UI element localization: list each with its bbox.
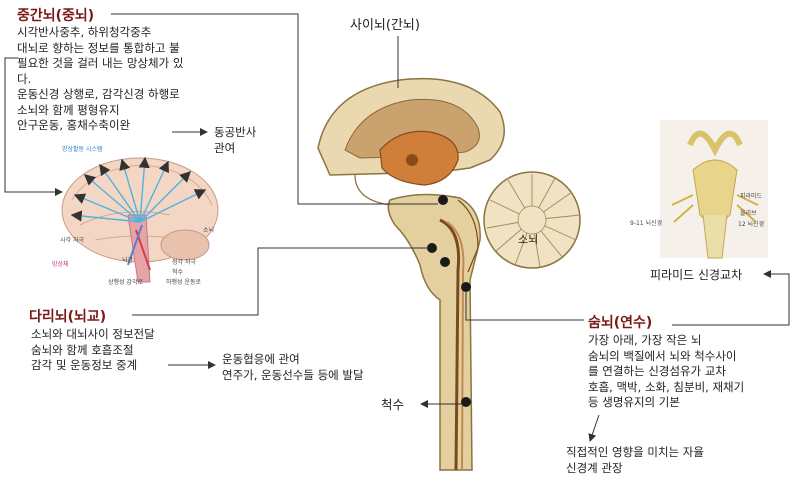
midbrain-note-line: 관여 xyxy=(214,140,236,155)
brainstem-section xyxy=(317,77,581,471)
midbrain-line: 소뇌와 함께 평형유지 xyxy=(17,102,120,117)
pons-dot xyxy=(440,257,450,267)
inset-label-visual: 시각 자극 xyxy=(60,236,84,244)
diencephalon-dot xyxy=(438,195,448,205)
midbrain-line: 안구운동, 홍채수축이완 xyxy=(17,118,131,132)
pyramid-decussation-illustration: 피라미드 올리브 9-11 뇌신경 12 뇌신경 xyxy=(630,120,768,259)
midbrain-line: 운동신경 상행로, 감각신경 하행로 xyxy=(17,87,180,101)
inset-label-nerves-9-11: 9-11 뇌신경 xyxy=(630,219,662,227)
medulla-line: 를 연결하는 신경섬유가 교차 xyxy=(588,364,726,378)
midbrain-line: 필요한 것을 걸러 내는 망상체가 있 xyxy=(17,56,184,70)
pons-title: 다리뇌(뇌교) xyxy=(29,309,107,325)
spinal-cord-dot xyxy=(461,397,471,407)
inset-label-olive: 올리브 xyxy=(740,209,757,217)
midbrain-note: 동공반사 관여 xyxy=(214,125,256,156)
midbrain-dot xyxy=(427,243,437,253)
spinal-cord-label: 척수 xyxy=(381,397,405,412)
pyramid-decussation-label: 피라미드 신경교차 xyxy=(650,268,743,282)
activation-arrows xyxy=(70,156,207,223)
pons-note: 운동협응에 관여 연주가, 운동선수들 등에 발달 xyxy=(222,352,364,383)
midbrain-line: 다. xyxy=(17,71,32,86)
inset-label-brainstem: 뇌간 xyxy=(122,256,134,264)
medulla-line: 등 생명유지의 기본 xyxy=(588,395,680,409)
pons-note-line: 연주가, 운동선수들 등에 발달 xyxy=(222,367,364,382)
diencephalon-label: 사이뇌(간뇌) xyxy=(350,18,420,33)
medulla-line: 호흡, 맥박, 소화, 침분비, 재채기 xyxy=(588,379,745,394)
medulla-line: 가장 아래, 가장 작은 뇌 xyxy=(588,333,702,347)
midbrain-note-line: 동공반사 xyxy=(214,125,257,139)
medulla-note: 직접적인 영향을 미치는 자율 신경계 관장 xyxy=(566,445,704,476)
pons-line: 감각 및 운동정보 중계 xyxy=(31,358,138,372)
medulla-title: 숨뇌(연수) xyxy=(588,315,653,331)
connector-lines xyxy=(4,13,790,442)
medulla-dot xyxy=(461,282,471,292)
midbrain-description: 시각반사중추, 하위청각중추 대뇌로 향하는 정보를 통합하고 불 필요한 것을… xyxy=(17,25,183,134)
inset-brain-illustration: 망상활동 시스템 시각 자극 소뇌 청각 자극 뇌간 척수 상행성 감각로 하행… xyxy=(52,145,219,286)
inset-label-spine: 척수 xyxy=(172,268,184,276)
inset-label-nerve-12: 12 뇌신경 xyxy=(738,220,764,228)
inset-label-reticular: 망상체 xyxy=(52,260,69,268)
inset-label-pyramid: 피라미드 xyxy=(740,192,763,200)
inset-label-cerebellum: 소뇌 xyxy=(203,226,214,234)
cerebellum-shape xyxy=(483,171,581,269)
inset-label-ascending: 상행성 감각로 xyxy=(108,278,144,286)
medulla-line: 숨뇌의 백질에서 뇌와 척수사이 xyxy=(588,348,737,363)
cerebellum-label: 소뇌 xyxy=(518,233,539,246)
midbrain-line: 대뇌로 향하는 정보를 통합하고 불 xyxy=(17,40,180,55)
inset-label-auditory: 청각 자극 xyxy=(172,258,196,266)
inset-label-descending: 하행성 운동로 xyxy=(166,278,202,286)
midbrain-title: 중간뇌(중뇌) xyxy=(17,8,95,24)
medulla-description: 가장 아래, 가장 작은 뇌 숨뇌의 백질에서 뇌와 척수사이 를 연결하는 신… xyxy=(588,333,744,411)
midbrain-line: 시각반사중추, 하위청각중추 xyxy=(17,25,152,39)
pons-note-line: 운동협응에 관여 xyxy=(222,352,300,366)
pons-line: 소뇌와 대뇌사이 정보전달 xyxy=(31,327,155,341)
pons-description: 소뇌와 대뇌사이 정보전달 숨뇌와 함께 호흡조절 감각 및 운동정보 중계 xyxy=(31,327,155,374)
pons-line: 숨뇌와 함께 호흡조절 xyxy=(31,342,134,357)
medulla-note-line: 신경계 관장 xyxy=(566,460,623,475)
medulla-note-line: 직접적인 영향을 미치는 자율 xyxy=(566,445,704,459)
inset-label-ras: 망상활동 시스템 xyxy=(62,145,103,153)
